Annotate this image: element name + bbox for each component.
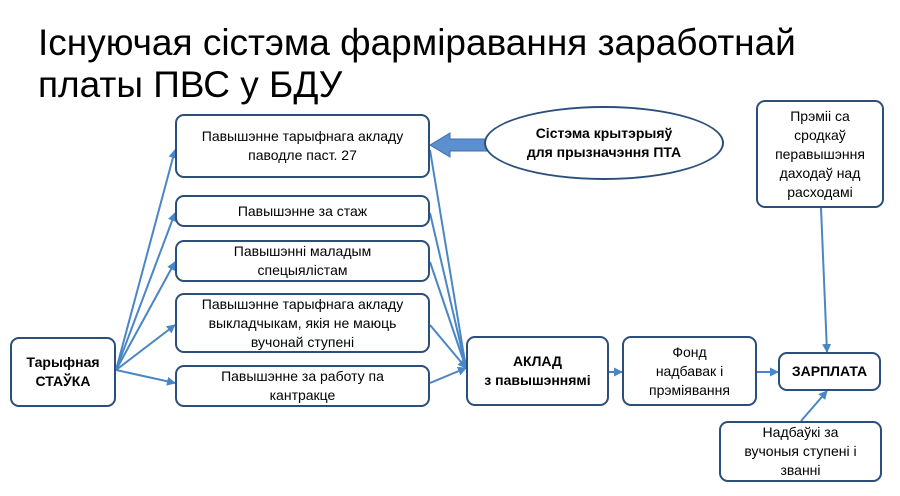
node-raise-seniority: Павышэнне за стаж	[175, 195, 430, 227]
node-fund-line1: Фонд	[672, 343, 707, 360]
arrow-stavka-to-young	[115, 261, 176, 371]
node-criteria-system-line1: Сістэма крытэрыяў	[535, 125, 673, 141]
node-raise-paragraph-27-line1: Павышэнне тарыфнага акладу	[201, 128, 404, 144]
arrow-degree-to-salary	[800, 390, 828, 422]
slide-title-line2: платы ПВС у БДУ	[38, 64, 343, 105]
node-bonus-income-line5: расходамі	[787, 183, 853, 200]
node-fund: Фонд надбавак і прэміявання	[622, 336, 757, 406]
node-aklad-line1: АКЛАД	[512, 353, 563, 369]
arrow-bonus-to-salary	[820, 207, 832, 353]
node-raise-lecturers: Павышэнне тарыфнага акладу выкладчыкам, …	[175, 293, 430, 353]
node-raise-young-specialists-line2: спецыялістам	[257, 262, 348, 278]
arrow-raise27-to-aklad	[429, 149, 470, 369]
node-fund-line2: надбавак і	[655, 362, 724, 379]
node-degree-allowance: Надбаўкі за вучоныя ступені і званні	[719, 421, 882, 482]
node-salary-line1: ЗАРПЛАТА	[791, 363, 868, 379]
slide-title: Існуючая сістэма фарміравання заработнай…	[38, 22, 878, 106]
node-criteria-system: Сістэма крытэрыяў для прызначэння ПТА	[484, 106, 724, 180]
criteria-block-arrow	[429, 132, 491, 158]
node-aklad: АКЛАД з павышэннямі	[466, 336, 609, 406]
arrow-stavka-to-raise27	[115, 149, 178, 371]
node-aklad-line2: з павышэннямі	[484, 372, 591, 388]
node-raise-contract: Павышэнне за работу па кантракце	[175, 365, 430, 407]
node-degree-allowance-line2: вучоныя ступені і	[744, 443, 857, 459]
node-raise-young-specialists: Павышэнні маладым спецыялістам	[175, 240, 430, 282]
node-tarifnaya-stavka-line2: СТАЎКА	[35, 373, 91, 389]
node-tarifnaya-stavka: Тарыфная СТАЎКА	[10, 337, 116, 407]
node-degree-allowance-line3: званні	[780, 462, 821, 478]
node-fund-line3: прэміявання	[649, 381, 730, 398]
node-raise-seniority-line1: Павышэнне за стаж	[237, 202, 368, 219]
node-salary: ЗАРПЛАТА	[778, 352, 881, 391]
node-bonus-income-line3: перавышэння	[775, 145, 865, 162]
node-raise-lecturers-line1: Павышэнне тарыфнага акладу	[201, 295, 404, 312]
node-bonus-income-line4: даходаў над	[779, 164, 861, 181]
node-bonus-income-line2: сродкаў	[794, 126, 846, 143]
node-degree-allowance-line1: Надбаўкі за	[762, 424, 839, 440]
node-bonus-income: Прэміі са сродкаў перавышэння даходаў на…	[756, 100, 884, 208]
node-raise-lecturers-line3: вучонай ступені	[250, 333, 355, 350]
arrow-stavka-to-lecturers	[115, 324, 176, 371]
node-raise-paragraph-27: Павышэнне тарыфнага акладу паводле паст.…	[175, 114, 430, 178]
node-raise-paragraph-27-line2: паводле паст. 27	[248, 147, 357, 163]
node-tarifnaya-stavka-line1: Тарыфная	[26, 354, 100, 370]
node-raise-young-specialists-line1: Павышэнні маладым	[233, 243, 372, 259]
node-raise-contract-line1: Павышэнне за работу па	[221, 368, 384, 384]
slide-title-line1: Існуючая сістэма фарміравання заработнай	[38, 22, 796, 63]
node-criteria-system-line2: для прызначэння ПТА	[526, 144, 682, 160]
arrow-stavka-to-staj	[115, 212, 177, 371]
arrow-young-to-aklad	[429, 261, 468, 369]
node-bonus-income-line1: Прэміі са	[790, 107, 850, 124]
arrow-lecturers-to-aklad	[429, 324, 467, 369]
arrow-stavka-to-contract	[115, 369, 176, 386]
node-raise-lecturers-line2: выкладчыкам, якія не маюць	[208, 314, 397, 331]
arrow-staj-to-aklad	[429, 212, 469, 369]
arrow-contract-to-aklad	[429, 366, 467, 384]
node-raise-contract-line2: кантракце	[269, 387, 336, 403]
